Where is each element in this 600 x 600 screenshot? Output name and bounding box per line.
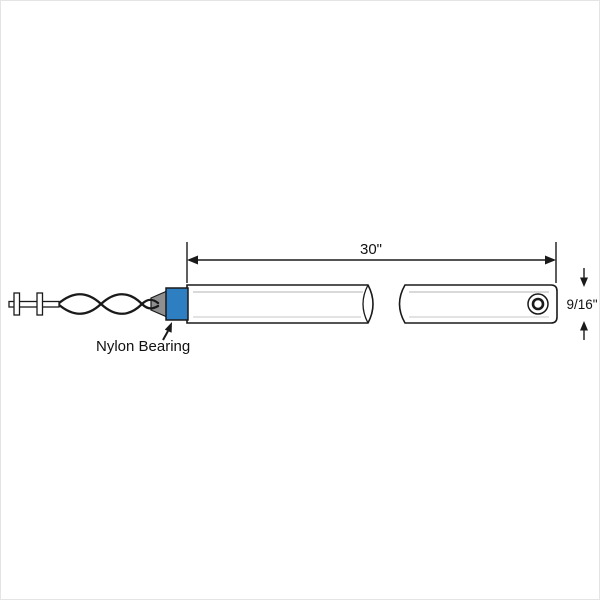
nylon-bearing-label: Nylon Bearing — [96, 338, 190, 355]
bracket-bar — [8, 300, 60, 308]
tube-left-segment — [186, 284, 374, 324]
spiral-strand-a — [56, 293, 160, 315]
bearing-body — [165, 287, 189, 321]
diameter-dimension-label: 9/16" — [566, 297, 597, 312]
mounting-bracket — [8, 292, 60, 316]
arrowhead-right — [545, 255, 556, 265]
tube-hole-inner — [531, 297, 545, 311]
tube-left-break-curve — [362, 284, 369, 324]
dimension-text-backing — [353, 241, 389, 258]
diameter-arrowhead-bottom — [580, 321, 588, 331]
bracket-pin-2 — [36, 292, 44, 316]
length-dimension-label: 30" — [360, 241, 382, 258]
tube-right-segment — [398, 284, 558, 324]
arrowhead-left — [187, 255, 198, 265]
length-dimension: 30" — [186, 241, 557, 283]
tube-right-body — [398, 284, 558, 324]
diameter-dimension: 9/16" — [566, 268, 598, 340]
nylon-bearing — [150, 287, 189, 321]
bearing-tip — [150, 290, 168, 318]
spiral-strand-b — [56, 293, 160, 315]
diameter-arrowhead-top — [580, 277, 588, 287]
bracket-pin-1 — [13, 292, 21, 316]
spiral-rod — [56, 293, 160, 315]
callout-arrow-line — [162, 330, 169, 341]
bearing-callout: Nylon Bearing — [96, 322, 190, 355]
callout-arrowhead — [164, 322, 172, 333]
